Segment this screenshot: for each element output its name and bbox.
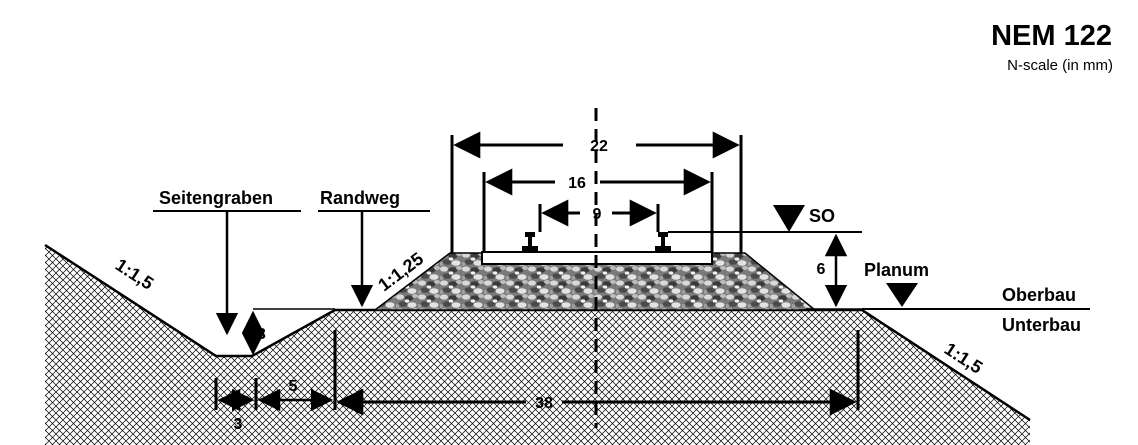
randweg-label: Randweg	[320, 188, 400, 208]
oberbau-label: Oberbau	[1002, 285, 1076, 305]
so-marker-triangle	[773, 205, 805, 232]
ground-profile-line	[44, 243, 1031, 422]
dim-38-label: 38	[535, 395, 553, 412]
unterbau-label: Unterbau	[1002, 315, 1081, 335]
standard-title: NEM 122	[991, 20, 1112, 52]
dim-5-label: 5	[289, 378, 298, 395]
dim-ditch-width-label: 3	[234, 416, 243, 433]
so-label: SO	[809, 206, 835, 226]
dim-ditch-depth-label: 3	[257, 326, 266, 343]
slope-left-label: 1:1,5	[112, 255, 157, 294]
right-rail	[655, 232, 671, 251]
standard-subtitle: N-scale (in mm)	[1007, 57, 1113, 74]
planum-label: Planum	[864, 260, 929, 280]
left-rail	[522, 232, 538, 251]
seitengraben-label: Seitengraben	[159, 188, 273, 208]
planum-marker-triangle	[886, 283, 918, 307]
dim-9-label: 9	[593, 206, 602, 223]
dim-6-label: 6	[817, 261, 826, 278]
dim-22-label: 22	[590, 138, 608, 155]
dim-16-label: 16	[568, 175, 586, 192]
